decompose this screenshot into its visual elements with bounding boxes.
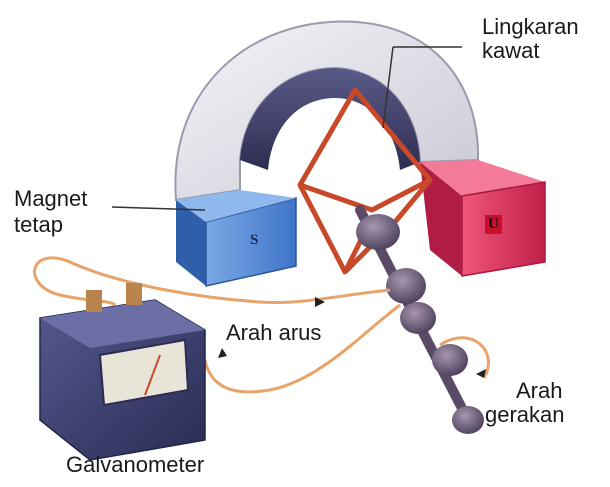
magnet-label-line1: Magnet xyxy=(14,186,87,211)
loop-label-line2: kawat xyxy=(482,38,539,63)
current-label: Arah arus xyxy=(226,320,321,345)
loop-label-line1: Lingkaran xyxy=(482,14,579,39)
motion-label-line2: gerakan xyxy=(485,402,565,427)
galvanometer xyxy=(40,283,205,460)
motion-label-line1: Arah xyxy=(516,378,562,403)
north-pole-label: U xyxy=(485,215,502,234)
magnet-label-line2: tetap xyxy=(14,212,63,237)
south-pole-label: S xyxy=(250,228,258,253)
galvanometer-label: Galvanometer xyxy=(66,452,204,477)
